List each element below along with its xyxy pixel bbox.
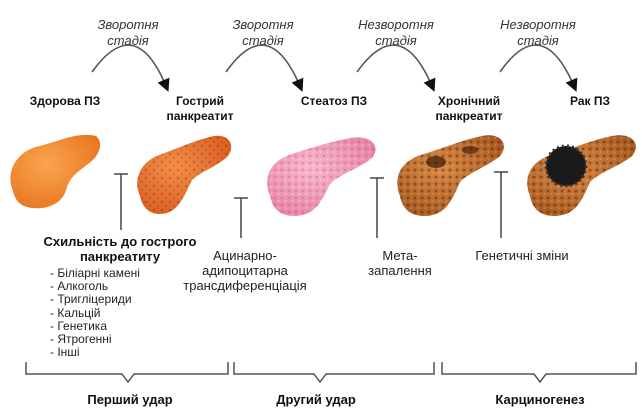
pancreas-acute-pancreatitis [137,136,231,214]
note-genetic-changes: Генетичні зміни [462,248,582,263]
arrow-2 [226,45,300,86]
pancreas-chronic-pancreatitis [397,135,504,216]
arrow-3 [357,45,432,86]
inhibitor-marker-3 [370,178,384,238]
brace-second-hit [234,362,434,382]
inhibitor-marker-2 [234,198,248,238]
state-healthy: Здорова ПЗ [20,94,110,109]
arrow-4 [500,45,574,86]
arrow-1 [92,45,166,86]
risk-item: - Інші [50,346,140,359]
pancreas-cancer [527,135,636,216]
phase-first-hit: Перший удар [60,392,200,407]
state-steatosis: Стеатоз ПЗ [284,94,384,109]
state-cancer: Рак ПЗ [550,94,630,109]
risk-item: - Тригліцериди [50,293,140,306]
phase-second-hit: Другий удар [246,392,386,407]
phase-carcinogenesis: Карциногенез [470,392,610,407]
risk-item: - Кальцій [50,307,140,320]
inhibitor-marker-4 [494,172,508,238]
brace-carcinogenesis [442,362,636,382]
pancreas-healthy [10,135,100,208]
note-metainflammation: Мета-запалення [355,248,445,278]
risk-factor-list: - Біліарні камені - Алкоголь - Тригліцер… [50,267,140,359]
inhibitor-marker-1 [114,174,128,230]
pancreas-steatosis [267,137,375,216]
brace-first-hit [26,362,228,382]
